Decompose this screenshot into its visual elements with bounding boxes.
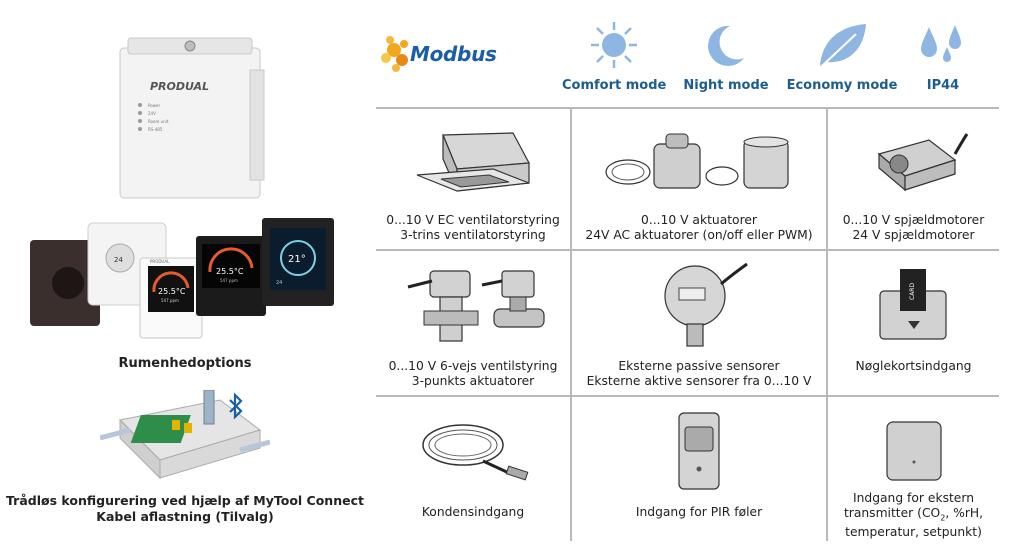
sun-icon xyxy=(591,22,637,68)
dampers-line2: 24 V spjældmotorer xyxy=(852,228,975,242)
left-panel: PRODUAL Power 24V Room unit RS-485 24 25… xyxy=(0,0,370,560)
night-mode-label: Night mode xyxy=(683,78,769,93)
6way-valve-line2: 3-punkts aktuatorer xyxy=(411,374,535,388)
grid-cell-actuators: 0...10 V aktuatorer 24V AC aktuatorer (o… xyxy=(572,109,828,249)
controller-unit-image: PRODUAL Power 24V Room unit RS-485 xyxy=(119,37,265,199)
cable-relief-box-image xyxy=(100,390,270,480)
moon-icon xyxy=(708,25,744,66)
valves-icon xyxy=(407,270,545,342)
io-options-grid: 0...10 V EC ventilatorstyring 3-trins ve… xyxy=(376,107,999,541)
damper-motor-icon xyxy=(877,133,968,192)
grid-cell-6way-valve: 0...10 V 6-vejs ventilstyring 3-punkts a… xyxy=(376,249,572,395)
actuators-line1: 0...10 V aktuatorer xyxy=(641,213,757,227)
grid-cell-condensation: Kondensindgang xyxy=(376,395,572,541)
controller-led-label: RS-485 xyxy=(148,127,163,132)
controller-led-label: 24V xyxy=(148,111,156,116)
grid-cell-dampers: 0...10 V spjældmotorer 24 V spjældmotore… xyxy=(828,109,999,249)
mytool-caption-line1: Trådløs konfigurering ved hjælp af MyToo… xyxy=(6,493,364,508)
grid-cell-ec-fan: 0...10 V EC ventilatorstyring 3-trins ve… xyxy=(376,109,572,249)
thermostat-d-temp: 24 xyxy=(114,256,123,264)
thermostat-a-co2: 547 ppm xyxy=(161,298,179,303)
room-units-image: 24 25.5°C 547 ppm PRODUAL 25.5°C 547 ppm… xyxy=(30,218,334,339)
controller-led-label: Power xyxy=(148,103,160,108)
keycard-label: CARD xyxy=(909,283,916,300)
modbus-logo-icon xyxy=(381,36,408,72)
thermostat-c-temp: 21° xyxy=(288,254,306,265)
comfort-mode-label: Comfort mode xyxy=(562,78,667,93)
ec-fan-line1: 0...10 V EC ventilatorstyring xyxy=(386,213,560,227)
room-unit-options-caption: Rumenhedoptions xyxy=(118,356,252,371)
leaf-icon xyxy=(820,24,866,67)
condensation-cable-icon xyxy=(422,424,529,481)
ip44-feature: IP44 xyxy=(912,20,974,93)
grid-row: Kondensindgang Indgang for PIR føler xyxy=(376,395,999,541)
actuators-icon xyxy=(605,133,789,189)
pir-line1: Indgang for PIR føler xyxy=(635,505,763,519)
thermostat-brand: PRODUAL xyxy=(150,259,170,264)
keycard-reader-icon: CARD xyxy=(878,269,947,340)
mytool-caption: Trådløs konfigurering ved hjælp af MyToo… xyxy=(0,493,370,525)
thermostat-b-temp: 25.5°C xyxy=(216,267,244,276)
grid-cell-ext-sensors: Eksterne passive sensorer Eksterne aktiv… xyxy=(572,249,828,395)
comfort-mode-feature: Comfort mode xyxy=(562,20,666,93)
ip44-label: IP44 xyxy=(926,78,960,93)
mytool-caption-line2: Kabel aflastning (Tilvalg) xyxy=(96,509,274,524)
keycard-line1: Nøglekortsindgang xyxy=(855,359,972,373)
grid-row: 0...10 V EC ventilatorstyring 3-trins ve… xyxy=(376,109,999,251)
modbus-label: Modbus xyxy=(410,42,497,66)
condensation-line1: Kondensindgang xyxy=(421,505,525,519)
grid-cell-ext-transmitter: Indgang for ekstern transmitter (CO2, %r… xyxy=(828,395,999,541)
transmitter-line3: temperatur, setpunkt) xyxy=(845,525,982,540)
ext-sensors-line1: Eksterne passive sensorer xyxy=(618,359,780,373)
grid-row: 0...10 V 6-vejs ventilstyring 3-punkts a… xyxy=(376,249,999,397)
night-mode-feature: Night mode xyxy=(682,20,770,93)
transmitter-line2: transmitter (CO2, %rH, xyxy=(843,506,984,523)
controller-brand: PRODUAL xyxy=(150,80,209,93)
transmitter-line1: Indgang for ekstern xyxy=(852,491,974,505)
duct-sensor-icon xyxy=(664,262,748,347)
bluetooth-icon xyxy=(229,392,243,420)
thermostat-c-sub: 24 xyxy=(276,280,282,286)
economy-mode-label: Economy mode xyxy=(786,78,898,93)
ec-fan-line2: 3-trins ventilatorstyring xyxy=(400,228,546,242)
pir-sensor-icon xyxy=(678,412,720,490)
water-drops-icon xyxy=(921,25,961,62)
dampers-line1: 0...10 V spjældmotorer xyxy=(842,213,985,227)
grid-cell-keycard: CARD Nøglekortsindgang xyxy=(828,249,999,395)
economy-mode-feature: Economy mode xyxy=(786,20,898,93)
6way-valve-line1: 0...10 V 6-vejs ventilstyring xyxy=(388,359,558,373)
ext-sensors-line2: Eksterne aktive sensorer fra 0...10 V xyxy=(586,374,812,388)
thermostat-a-temp: 25.5°C xyxy=(158,287,186,296)
actuators-line2: 24V AC aktuatorer (on/off eller PWM) xyxy=(585,228,813,242)
ceiling-cassette-fan-icon xyxy=(416,132,530,192)
grid-cell-pir: Indgang for PIR føler xyxy=(572,395,828,541)
thermostat-b-co2: 547 ppm xyxy=(220,278,238,283)
transmitter-icon xyxy=(885,421,942,481)
controller-led-label: Room unit xyxy=(148,119,169,124)
